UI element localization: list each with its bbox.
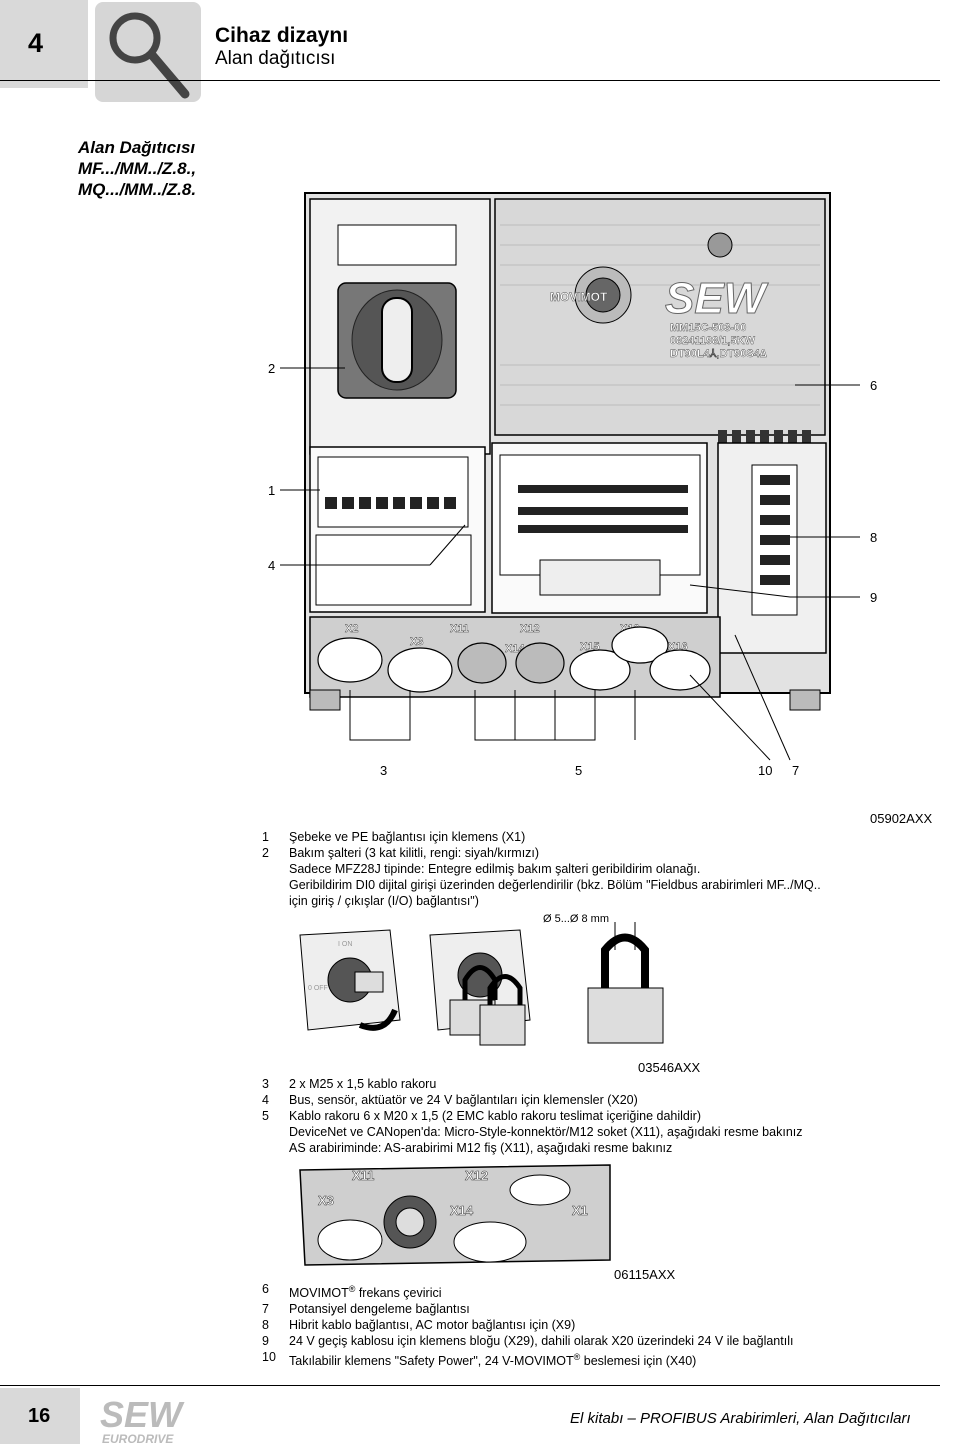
switch-off-label: 0 OFF	[308, 985, 328, 992]
dimension-label: Ø 5...Ø 8 mm	[543, 913, 609, 925]
list-item-continuation: Geribildirim DI0 dijital girişi üzerinde…	[289, 878, 821, 892]
padlock	[587, 987, 664, 1044]
switch-knob	[381, 297, 413, 383]
page-title: Cihaz dizaynı	[215, 24, 349, 47]
switch-on-label: I ON	[338, 941, 352, 948]
logo-sew-text: SEW	[100, 1395, 185, 1435]
page-subtitle: Alan dağıtıcısı	[215, 48, 336, 69]
figure-code: 03546AXX	[638, 1060, 701, 1075]
section-side-title: Alan Dağıtıcısı MF.../MM../Z.8., MQ.../M…	[78, 137, 196, 200]
x1-label: X1	[572, 1203, 588, 1218]
x2-label: X2	[345, 623, 358, 635]
movimot-cover	[494, 198, 826, 436]
x11-label: X11	[450, 623, 469, 635]
callout-8: 8	[870, 530, 877, 545]
x3-label: X3	[318, 1193, 334, 1208]
side-title-line: Alan Dağıtıcısı	[78, 138, 196, 157]
side-title-line: MQ.../MM../Z.8.	[78, 180, 197, 199]
model-label-3: DT90L4⅄,DT90S4∆	[670, 348, 767, 360]
model-label-2: 08241198/1,5KW	[670, 335, 756, 347]
connector-detail-figure: X11 X12 X3 X14 X1	[299, 1164, 611, 1266]
footer-divider	[0, 1385, 940, 1386]
padlock-figure: I ON 0 OFF Ø 5...Ø 8 mm	[299, 913, 664, 1046]
model-label-1: MM15C-503-00	[670, 322, 746, 334]
callout-10: 10	[758, 763, 772, 778]
list-item-continuation: Sadece MFZ28J tipinde: Entegre edilmiş b…	[289, 862, 701, 876]
field-distributor-figure: MOVIMOT SEW MM15C-503-00 08241198/1,5KW …	[268, 192, 877, 778]
figure-code: 06115AXX	[614, 1267, 676, 1282]
side-title-line: MF.../MM../Z.8.,	[78, 159, 197, 178]
movimot-label: MOVIMOT	[550, 290, 608, 304]
list-item-continuation: DeviceNet ve CANopen'da: Micro-Style-kon…	[289, 1125, 803, 1139]
callout-1: 1	[268, 483, 275, 498]
padlock	[479, 1004, 526, 1046]
x12-label: X12	[520, 623, 540, 635]
callout-4: 4	[268, 558, 275, 573]
x3-label: X3	[410, 636, 423, 648]
x11-label: X11	[352, 1168, 374, 1183]
x14-label: X14	[450, 1203, 474, 1218]
sew-logo-label: SEW	[665, 274, 769, 323]
chapter-number: 4	[28, 28, 44, 58]
header-divider	[0, 80, 940, 81]
logo-eurodrive-text: EURODRIVE	[102, 1432, 174, 1446]
figure-code: 05902AXX	[870, 811, 933, 826]
x12-label: X12	[465, 1168, 488, 1183]
list-item-continuation: için giriş / çıkışlar (I/O) bağlantısı")	[289, 894, 479, 908]
page-number: 16	[28, 1405, 51, 1427]
callout-6: 6	[870, 378, 877, 393]
sew-eurodrive-logo: SEW EURODRIVE	[100, 1395, 185, 1446]
chapter-tab	[0, 0, 88, 88]
footer-text: El kitabı – PROFIBUS Arabirimleri, Alan …	[570, 1410, 911, 1427]
page-number-tab	[0, 1388, 80, 1444]
magnifier-icon	[95, 2, 201, 102]
callout-5: 5	[575, 763, 582, 778]
list-item-continuation: AS arabiriminde: AS-arabirimi M12 fiş (X…	[289, 1141, 673, 1155]
callout-2: 2	[268, 361, 275, 376]
callout-7: 7	[792, 763, 799, 778]
callout-9: 9	[870, 590, 877, 605]
callout-3: 3	[380, 763, 387, 778]
